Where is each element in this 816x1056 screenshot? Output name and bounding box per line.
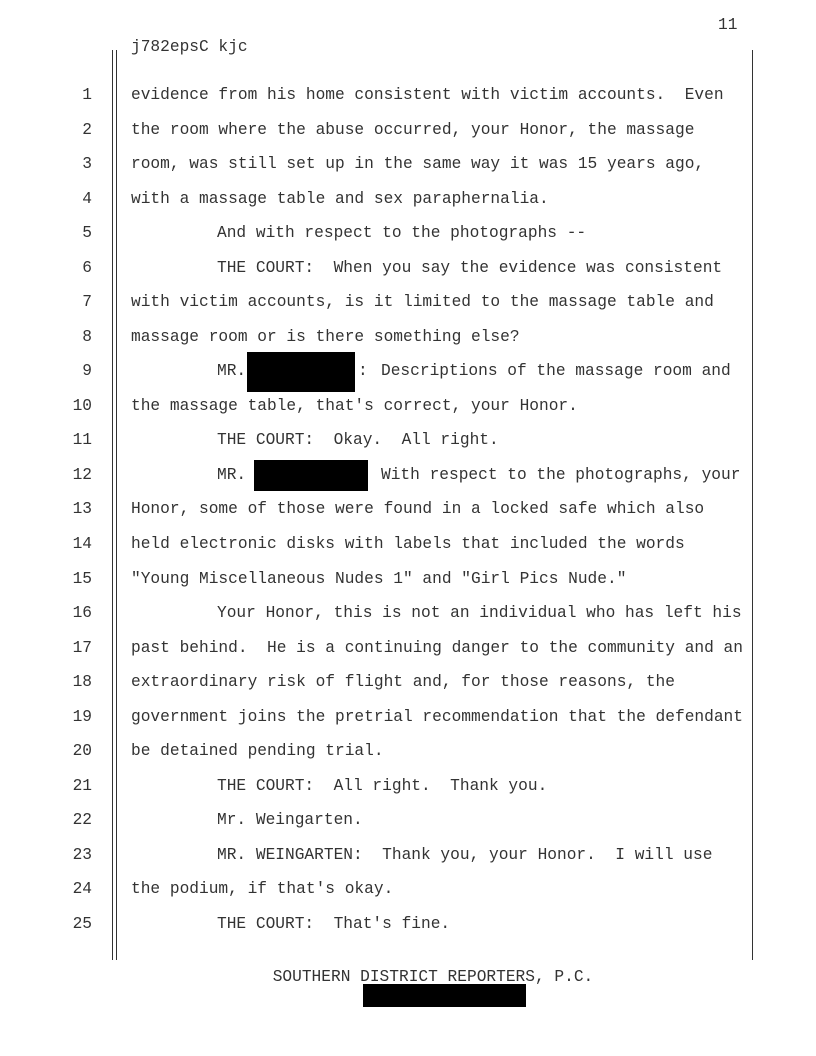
right-margin-rule xyxy=(752,50,753,960)
transcript-line: the massage table, that's correct, your … xyxy=(131,397,578,415)
transcript-line: be detained pending trial. xyxy=(131,742,384,760)
transcript-line: past behind. He is a continuing danger t… xyxy=(131,639,743,657)
transcript-line: MR. WEINGARTEN: Thank you, your Honor. I… xyxy=(217,846,713,864)
transcript-line: the room where the abuse occurred, your … xyxy=(131,121,695,139)
transcript-line: massage room or is there something else? xyxy=(131,328,520,346)
transcript-line: with victim accounts, is it limited to t… xyxy=(131,293,714,311)
line-number: 20 xyxy=(72,742,92,760)
line-number: 14 xyxy=(72,535,92,553)
transcript-line: THE COURT: When you say the evidence was… xyxy=(217,259,723,277)
line-number: 3 xyxy=(82,155,92,173)
line-number: 19 xyxy=(72,708,92,726)
line-number: 2 xyxy=(82,121,92,139)
line-number: 12 xyxy=(72,466,92,484)
transcript-line: THE COURT: Okay. All right. xyxy=(217,431,499,449)
line-number: 16 xyxy=(72,604,92,622)
transcript-line: "Young Miscellaneous Nudes 1" and "Girl … xyxy=(131,570,627,588)
transcript-line: Descriptions of the massage room and xyxy=(381,362,731,380)
transcript-line: And with respect to the photographs -- xyxy=(217,224,587,242)
line-number: 23 xyxy=(72,846,92,864)
line-number: 11 xyxy=(72,431,92,449)
transcript-line: held electronic disks with labels that i… xyxy=(131,535,685,553)
line-number: 24 xyxy=(72,880,92,898)
line-number: 25 xyxy=(72,915,92,933)
line-number: 4 xyxy=(82,190,92,208)
redaction-box xyxy=(247,352,355,392)
transcript-line: MR. xyxy=(217,466,247,484)
redaction-box xyxy=(254,460,368,491)
line-number: 22 xyxy=(72,811,92,829)
redaction-box xyxy=(363,984,526,1007)
transcript-line: Your Honor, this is not an individual wh… xyxy=(217,604,742,622)
line-number: 17 xyxy=(72,639,92,657)
transcript-line: THE COURT: That's fine. xyxy=(217,915,451,933)
line-number: 13 xyxy=(72,500,92,518)
transcript-line: Mr. Weingarten. xyxy=(217,811,363,829)
transcript-line: MR. xyxy=(217,362,247,380)
transcript-line: government joins the pretrial recommenda… xyxy=(131,708,743,726)
line-number: 5 xyxy=(82,224,92,242)
line-number: 7 xyxy=(82,293,92,311)
transcript-line: : xyxy=(358,362,368,380)
transcript-line: room, was still set up in the same way i… xyxy=(131,155,705,173)
line-number: 9 xyxy=(82,362,92,380)
line-number: 21 xyxy=(72,777,92,795)
transcript-line: the podium, if that's okay. xyxy=(131,880,394,898)
line-number: 6 xyxy=(82,259,92,277)
left-margin-rule xyxy=(112,50,113,960)
transcript-line: Honor, some of those were found in a loc… xyxy=(131,500,705,518)
transcript-line: THE COURT: All right. Thank you. xyxy=(217,777,548,795)
line-number: 15 xyxy=(72,570,92,588)
transcript-line: extraordinary risk of flight and, for th… xyxy=(131,673,675,691)
transcript-line: with a massage table and sex paraphernal… xyxy=(131,190,549,208)
line-number: 10 xyxy=(72,397,92,415)
left-margin-rule xyxy=(116,50,117,960)
line-number: 18 xyxy=(72,673,92,691)
line-number: 8 xyxy=(82,328,92,346)
page-number: 11 xyxy=(718,16,738,34)
transcript-line: With respect to the photographs, your xyxy=(381,466,741,484)
line-number: 1 xyxy=(82,86,92,104)
header-id: j782epsC kjc xyxy=(131,38,248,56)
footer-reporter: SOUTHERN DISTRICT REPORTERS, P.C. xyxy=(272,968,594,986)
transcript-line: evidence from his home consistent with v… xyxy=(131,86,724,104)
